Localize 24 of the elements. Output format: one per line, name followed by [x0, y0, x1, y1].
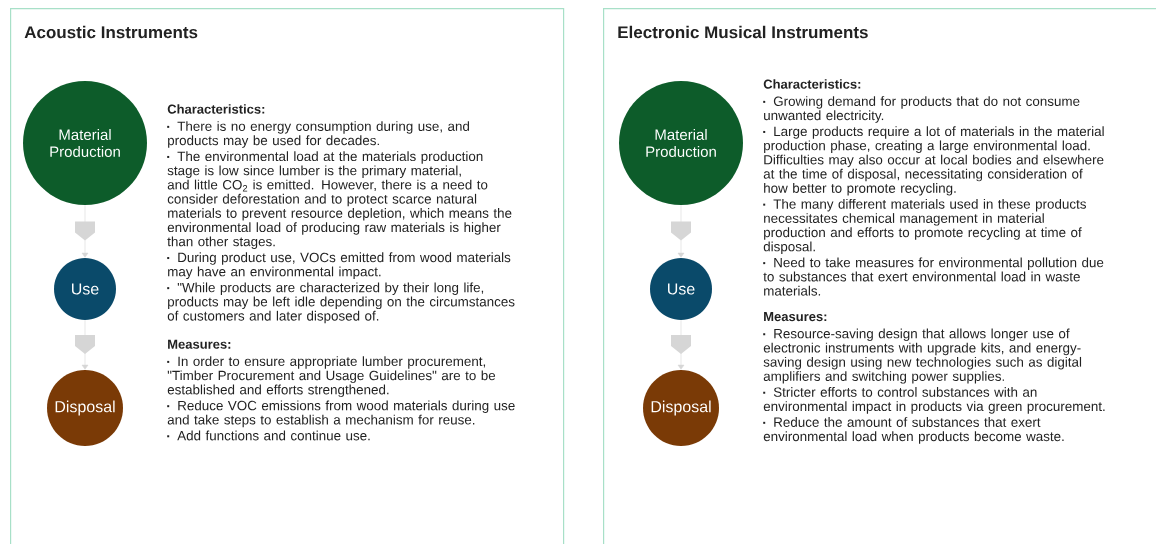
bullet-text: In order to ensure appropriate lumber procurement, "Timber Procurement and Usage Guidelines" are to be established and efforts strengthened. [167, 356, 496, 398]
chevron-arrow [671, 204, 691, 258]
bullet-text: The many different materials used in these products necessitates chemical management in material production and efforts to promote recycling at time of disposal. [763, 198, 1086, 254]
bullet-text: There is no energy consumption during use, and products may be used for decades. [167, 121, 469, 148]
section-heading: Characteristics: [763, 79, 861, 89]
bullet-text: Need to take measures for environmental pollution due to substances that exert environmental load in waste materials. [763, 257, 1104, 296]
bullet-text: Growing demand for products that do not consume unwanted electricity. [763, 96, 1080, 123]
bullet-text: During product use, VOCs emitted from wood materials may have an environmental impact. [167, 252, 511, 279]
bullet-text: Reduce VOC emissions from wood materials during use and take steps to establish a mechanism for reuse. [167, 400, 515, 428]
bullet-text: Resource-saving design that allows longer use of electronic instruments with upgrade kits, and energy-saving design using new technologies such as digital amplifiers and switching power supplies. [763, 328, 1082, 384]
section-heading: Measures: [168, 339, 231, 349]
bullet-text: Reduce the amount of substances that exert environmental load when products become waste. [763, 417, 1064, 444]
chevron-arrow [75, 319, 95, 370]
bullet-text: "While products are characterized by their long life, products may be left idle depending on the circumstances of customers and later disposed of. [167, 282, 515, 324]
section-heading: Measures: [764, 312, 827, 322]
bullet-text: Large products require a lot of materials in the material production phase, creating a large environmental load. Difficulties may also occur at local bodies and elsewhere at the time of disposal, necessitating consideration of how better to promote recycling. [763, 126, 1104, 196]
chevron-arrow [75, 204, 95, 258]
bullet-text: Add functions and continue use. [167, 430, 370, 441]
section-heading: Characteristics: [167, 104, 265, 114]
bullet-text: The environmental load at the materials production stage is low since lumber is the primary material, and little CO$_{2}$ is emitted. However, there is a need to consider deforestation and to protect scarce natural materials to prevent resource depletion, which means the environmental load of producing raw materials is higher than other stages. [167, 151, 512, 249]
panel-title: Electronic Musical Instruments [618, 25, 868, 39]
panel-title: Acoustic Instruments [24, 25, 198, 39]
chevron-arrow [671, 319, 691, 370]
bullet-text: Stricter efforts to control substances with an environmental impact in products via green procurement. [763, 387, 1105, 414]
